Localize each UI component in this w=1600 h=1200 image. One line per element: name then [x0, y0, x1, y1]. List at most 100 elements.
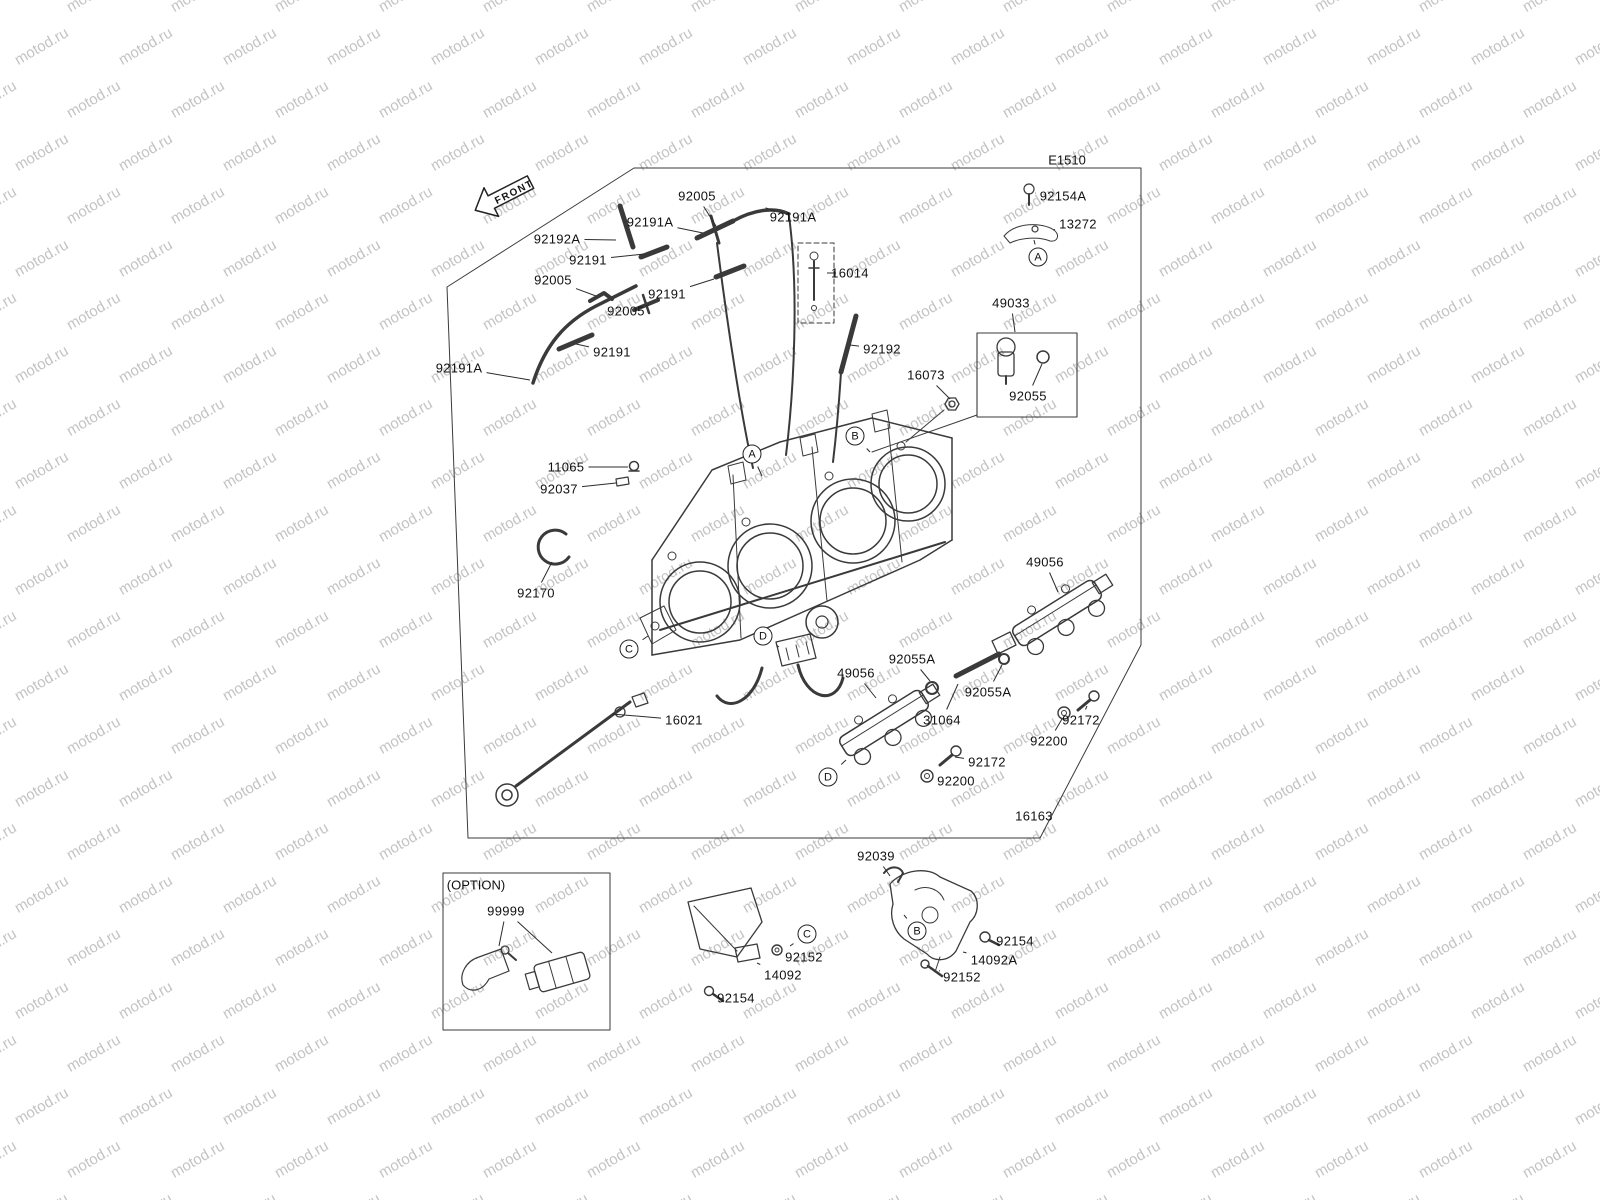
part-label: 92154A — [1039, 188, 1087, 204]
leader-line — [1011, 313, 1016, 333]
part-label: 92191 — [593, 344, 631, 360]
fuel-rail-drawing — [838, 573, 1114, 783]
callout-letter: D — [818, 767, 838, 787]
injector-box — [871, 332, 1078, 453]
leader-line — [1054, 718, 1063, 731]
part-label: 92192 — [863, 341, 901, 357]
part-label: 92170 — [517, 585, 555, 601]
callout-letter: A — [1028, 247, 1048, 267]
part-label: 92039 — [857, 848, 895, 864]
part-label: 92191 — [569, 252, 607, 268]
part-label: 11065 — [547, 459, 585, 475]
leader-line — [765, 207, 776, 212]
leader-line — [936, 385, 951, 400]
part-label: 92005 — [678, 188, 716, 204]
part-label: 14092A — [970, 952, 1018, 968]
leader-line — [517, 921, 553, 954]
part-label: 49056 — [1026, 554, 1064, 570]
part-label: 92152 — [785, 949, 823, 965]
part-label: 92005 — [534, 272, 572, 288]
leader-line — [540, 561, 553, 583]
option-parts-drawing — [461, 945, 591, 993]
part-label: 92055 — [1009, 388, 1047, 404]
diagram-border — [446, 167, 1142, 839]
screw-set-box — [797, 242, 835, 324]
throttle-body-drawing — [536, 409, 953, 705]
callout-letter: B — [907, 921, 927, 941]
leader-line — [849, 344, 860, 347]
part-label: 92191 — [648, 286, 686, 302]
leader-line — [954, 756, 965, 759]
callout-letter: A — [742, 444, 762, 464]
leader-line — [689, 278, 715, 288]
part-label: 13272 — [1059, 216, 1097, 232]
leader-line — [789, 943, 794, 947]
leader-line — [962, 951, 967, 954]
leader-line — [920, 669, 931, 682]
part-label: 92200 — [937, 773, 975, 789]
part-label: 92037 — [540, 481, 578, 497]
leader-line — [993, 664, 1003, 682]
leader-line — [1085, 705, 1088, 710]
leader-line — [644, 304, 650, 307]
part-label: 16163 — [1015, 808, 1053, 824]
leader-line — [584, 238, 617, 241]
leader-line — [903, 914, 908, 919]
part-label: 16073 — [907, 367, 945, 383]
nut-drawing — [905, 397, 960, 443]
leader-line — [864, 683, 877, 699]
part-label: 92192A — [533, 231, 581, 247]
option-label: (OPTION) — [446, 877, 506, 893]
leader-line — [776, 644, 780, 648]
part-label: 92191A — [435, 360, 483, 376]
leader-line — [581, 482, 617, 488]
leader-line — [866, 448, 871, 453]
leader-line — [642, 635, 649, 641]
part-label: 92172 — [1062, 712, 1100, 728]
part-label: 49033 — [992, 295, 1030, 311]
leader-line — [575, 288, 597, 297]
leader-lines — [486, 192, 1088, 996]
part-label: 99999 — [487, 903, 525, 919]
part-label: 92005 — [607, 303, 645, 319]
part-label: 92055A — [888, 651, 936, 667]
callout-letter: C — [797, 924, 817, 944]
bracket-assembly-drawing — [1003, 183, 1058, 244]
part-label: 92200 — [1030, 733, 1068, 749]
part-label: 16021 — [665, 712, 703, 728]
vacuum-hoses-drawing — [531, 203, 859, 469]
part-label: 92055A — [964, 684, 1012, 700]
leader-line — [1049, 572, 1059, 593]
part-label: 92152 — [943, 969, 981, 985]
leader-line — [757, 466, 763, 477]
part-label: 16014 — [831, 265, 869, 281]
callout-letter: B — [845, 426, 865, 446]
leader-line — [677, 227, 704, 234]
leader-line — [946, 683, 959, 710]
leader-line — [610, 253, 645, 259]
leader-line — [575, 343, 590, 348]
option-box — [442, 872, 611, 1031]
leader-line — [611, 713, 662, 719]
leader-line — [756, 962, 761, 965]
leader-line — [703, 206, 717, 227]
part-label: 49056 — [837, 665, 875, 681]
part-label: 92191A — [626, 214, 674, 230]
part-label: 14092 — [764, 967, 802, 983]
leader-line — [882, 866, 891, 877]
part-label: 31064 — [923, 712, 961, 728]
part-label: 92172 — [968, 754, 1006, 770]
leader-line — [486, 372, 531, 381]
part-label: 92191A — [769, 209, 817, 225]
leader-line — [498, 921, 505, 947]
leader-line — [1032, 363, 1043, 386]
callout-letter: D — [753, 626, 773, 646]
leader-line — [840, 759, 847, 765]
air-funnel-drawing — [687, 887, 783, 1003]
part-label: 92154 — [996, 933, 1034, 949]
part-label: 92154 — [717, 990, 755, 1006]
throttle-cable-drawing — [495, 692, 649, 807]
